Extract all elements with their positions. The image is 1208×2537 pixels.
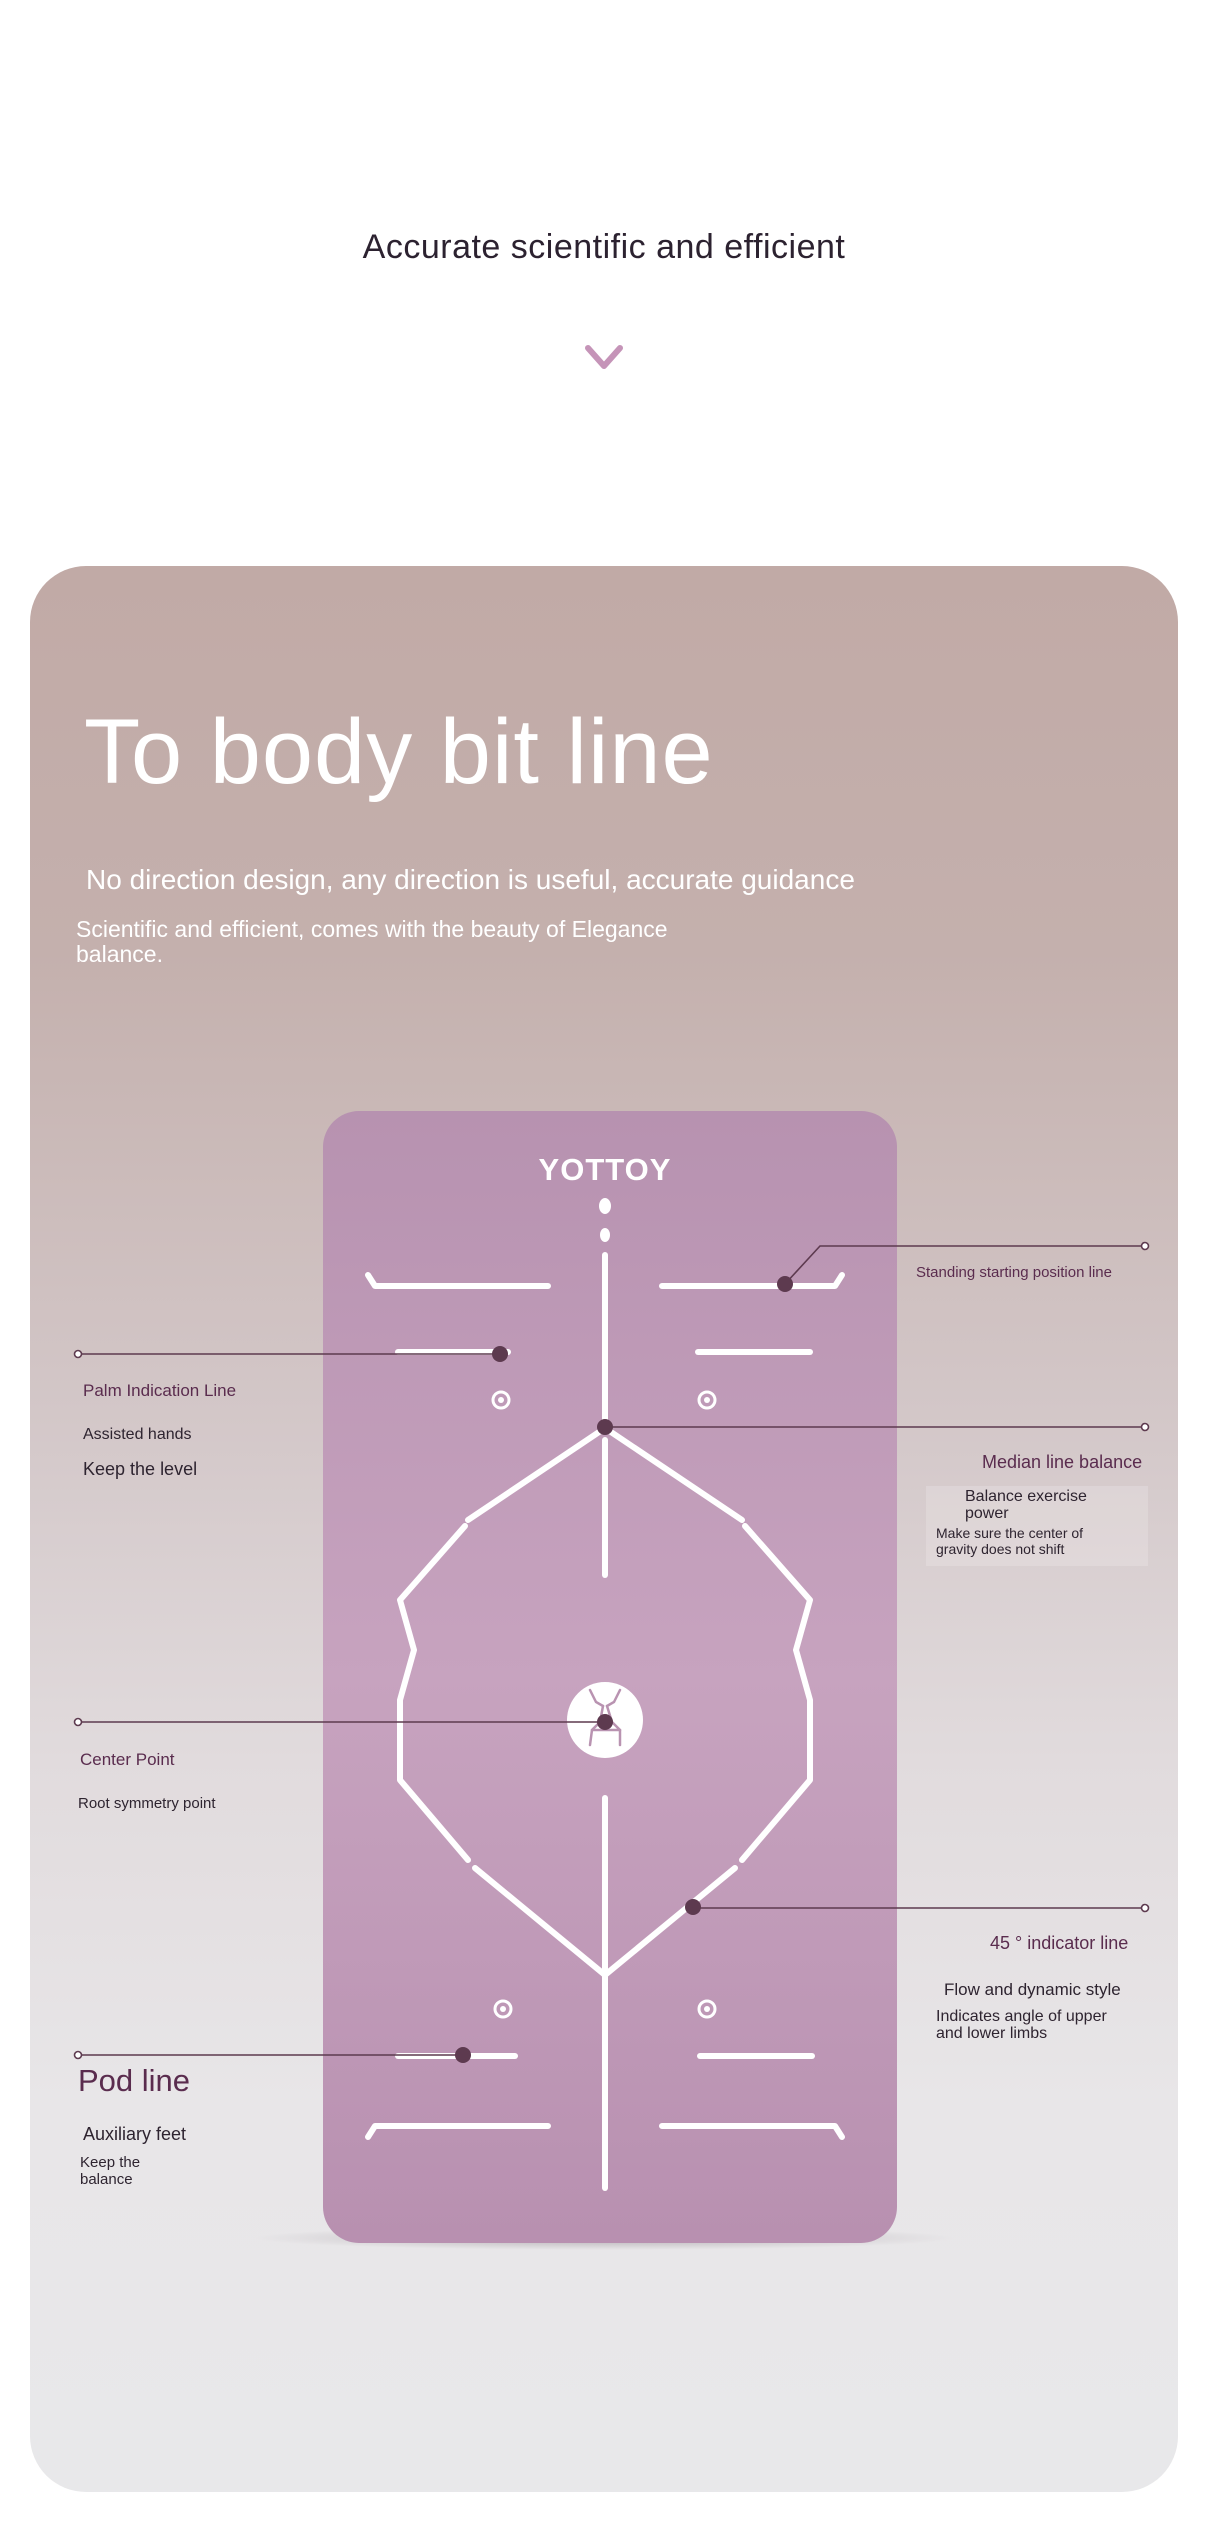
- standing-line-title: Standing starting position line: [916, 1264, 1112, 1281]
- standing-line-left: [365, 1272, 551, 1289]
- callout-pins: [455, 1276, 793, 2063]
- target-icon: [493, 1999, 513, 2019]
- standing-line-right: [659, 1272, 845, 1289]
- center-point-note: Root symmetry point: [78, 1795, 216, 1812]
- pod-line-note2: Keep the balance: [80, 2154, 141, 2188]
- diag-upper-left: [465, 1425, 608, 1523]
- card-subtitle: No direction design, any direction is us…: [86, 864, 855, 895]
- card-headline: To body bit line: [84, 701, 714, 803]
- mat-top-drops: [599, 1198, 611, 1242]
- deer-logo-drawing: [588, 1688, 622, 1747]
- target-markers: [491, 1390, 717, 2019]
- target-icon: [697, 1390, 717, 1410]
- side-curve-right: [739, 1523, 813, 1863]
- end-line-right: [659, 2123, 845, 2140]
- chevron-down-icon: [585, 345, 623, 369]
- palm-line-title: Palm Indication Line: [83, 1381, 237, 1400]
- target-icon: [491, 1390, 511, 1410]
- end-line-left: [365, 2123, 551, 2140]
- median-note-highlight: [926, 1486, 1148, 1566]
- pod-line-note1: Auxiliary feet: [83, 2124, 187, 2144]
- median-line-title: Median line balance: [982, 1452, 1143, 1472]
- card-description: Scientific and efficient, comes with the…: [76, 916, 668, 967]
- center-point-title: Center Point: [80, 1750, 175, 1769]
- indicator-45-note1: Flow and dynamic style: [944, 1980, 1121, 1999]
- section-title: Accurate scientific and efficient: [362, 228, 846, 266]
- target-icon: [697, 1999, 717, 2019]
- callout-end-points: [73, 1241, 1150, 2060]
- indicator-45-title: 45 ° indicator line: [990, 1933, 1129, 1953]
- palm-line-note2: Keep the level: [83, 1459, 198, 1479]
- median-line-note2: Make sure the center of gravity does not…: [936, 1525, 1084, 1557]
- pod-line-title: Pod line: [78, 2063, 191, 2098]
- diag-upper-right: [602, 1425, 745, 1523]
- diag-lower-left: [472, 1865, 608, 1978]
- median-line-note1: Balance exercise power: [965, 1488, 1087, 1522]
- diag-lower-right: [602, 1865, 738, 1978]
- indicator-45-note2: Indicates angle of upper and lower limbs: [936, 2008, 1107, 2042]
- mat-brand-logo: YOTTOY: [538, 1152, 672, 1187]
- target-marker-dots: [498, 1397, 710, 2012]
- palm-line-note1: Assisted hands: [83, 1426, 192, 1443]
- side-curve-left: [397, 1523, 471, 1863]
- mat-body: [323, 1111, 897, 2243]
